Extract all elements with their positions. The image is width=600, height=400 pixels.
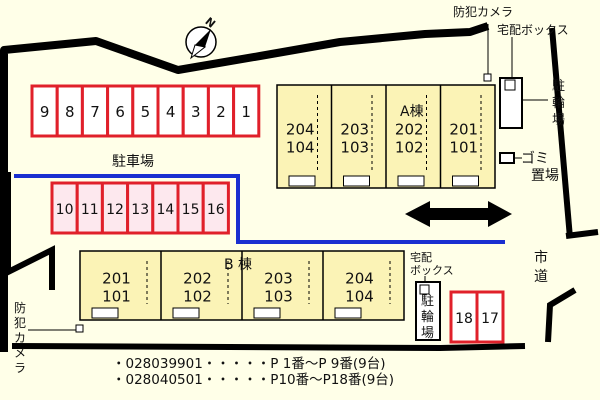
unit-number-lower: 104 <box>286 139 315 157</box>
parking-slot <box>201 181 230 235</box>
site-boundary-bottom <box>11 343 526 352</box>
parking-slot-label: 14 <box>156 202 174 218</box>
parking-slot-label: 1 <box>241 103 251 121</box>
camera-label-left-1: 防 <box>14 300 26 315</box>
unit-entrance <box>172 307 200 319</box>
delivery-box-label-b-1: 宅配 <box>410 250 432 264</box>
unit-number-lower: 101 <box>449 139 478 157</box>
building-name: A棟 <box>400 104 424 120</box>
unit-number-lower: 102 <box>183 288 212 306</box>
parking-slot-label: 8 <box>65 103 75 121</box>
building-name: B 棟 <box>224 257 252 273</box>
parking-slot <box>75 181 104 235</box>
bicycle-label-top-2: 輪 <box>552 95 565 111</box>
parking-note-2: ・028040501・・・・・P10番～P18番(9台) <box>112 372 395 388</box>
unit-number-upper: 202 <box>395 121 424 139</box>
garbage-area <box>499 152 515 164</box>
unit-number-lower: 104 <box>345 288 374 306</box>
site-boundary-inner <box>5 172 55 290</box>
site-boundary-right-road <box>565 229 599 239</box>
parking-slot-label: 5 <box>141 103 151 121</box>
north-compass-icon: N <box>185 15 218 60</box>
bicycle-label-b-3: 場 <box>421 326 434 341</box>
parking-slot <box>156 84 185 138</box>
unit-number-lower: 101 <box>102 288 131 306</box>
parking-slot-label: 3 <box>191 103 201 121</box>
parking-label: 駐車場 <box>112 153 154 170</box>
site-boundary-top <box>0 22 490 352</box>
parking-slot-label: 16 <box>207 202 225 218</box>
unit-entrance <box>334 307 362 319</box>
camera-marker-top <box>483 73 492 82</box>
bicycle-label-top-3: 場 <box>552 113 565 128</box>
traffic-arrow-icon <box>405 201 512 227</box>
parking-slot-label: 10 <box>56 202 74 218</box>
city-road-label-2: 道 <box>534 269 548 285</box>
unit-entrance <box>452 175 479 187</box>
parking-slot-label: 6 <box>115 103 125 121</box>
parking-slot-label: 18 <box>455 311 473 327</box>
parking-slot <box>475 290 505 344</box>
site-boundary-right <box>549 27 573 239</box>
parking-note-1: ・028039901・・・・・P 1番～P 9番(9台) <box>112 356 386 372</box>
parking-slot-label: 13 <box>131 202 149 218</box>
unit-number-lower: 102 <box>395 139 424 157</box>
bicycle-label-b-1: 駐 <box>421 294 434 309</box>
bicycle-parking-top <box>499 77 523 129</box>
parking-slot <box>50 181 79 235</box>
unit-number-lower: 103 <box>264 288 293 306</box>
unit-entrance <box>343 175 370 187</box>
unit-entrance <box>397 175 425 187</box>
parking-slot-label: 11 <box>81 202 99 218</box>
parking-slot-label: 12 <box>106 202 124 218</box>
parking-slot-label: 4 <box>166 103 176 121</box>
camera-marker-left <box>75 324 84 333</box>
unit-number-upper: 204 <box>345 270 374 288</box>
camera-label-left-2: 犯 <box>14 316 26 330</box>
delivery-box-top <box>504 79 516 91</box>
garbage-label-2: 置場 <box>531 168 559 184</box>
parking-slot <box>55 84 84 138</box>
unit-number-upper: 203 <box>264 270 293 288</box>
delivery-box-label-b-2: ボックス <box>410 264 454 277</box>
unit-entrance <box>91 307 119 319</box>
parking-slot-label: 2 <box>216 103 226 121</box>
parking-notes: ・028039901・・・・・P 1番～P 9番(9台) ・028040501・… <box>112 356 394 388</box>
site-boundary-bottom-right <box>545 287 577 343</box>
city-road-label-1: 市 <box>534 249 548 266</box>
parking-slot <box>232 84 261 138</box>
parking-slot-label: 7 <box>90 103 100 121</box>
parking-slot <box>131 84 160 138</box>
unit-entrance <box>253 307 281 319</box>
unit-entrance <box>288 175 316 187</box>
delivery-box-label-top: 宅配ボックス <box>497 22 569 37</box>
road-line <box>14 174 505 244</box>
parking-slot-label: 17 <box>481 311 499 327</box>
unit-number-upper: 201 <box>449 121 478 139</box>
parking-slot-label: 15 <box>182 202 200 218</box>
parking-slot <box>176 181 205 235</box>
unit-number-upper: 202 <box>183 270 212 288</box>
unit-number-upper: 204 <box>286 121 315 139</box>
camera-label-left-3: カ <box>14 331 26 345</box>
camera-label-left-5: ラ <box>14 361 26 375</box>
bicycle-label-top-1: 駐 <box>552 79 565 94</box>
unit-number-lower: 103 <box>340 139 369 157</box>
camera-label-left-4: メ <box>14 346 26 360</box>
garbage-label-1: ゴミ <box>521 150 549 167</box>
delivery-box-b <box>419 284 430 295</box>
parking-slot <box>80 84 110 138</box>
unit-number-upper: 201 <box>102 270 131 288</box>
parking-slot-label: 9 <box>40 103 50 121</box>
bicycle-label-b-2: 輪 <box>421 309 434 325</box>
unit-number-upper: 203 <box>340 121 369 139</box>
parking-row-middle: 10 11 12 13 14 15 16 <box>50 181 230 235</box>
camera-label-top: 防犯カメラ <box>453 4 513 19</box>
